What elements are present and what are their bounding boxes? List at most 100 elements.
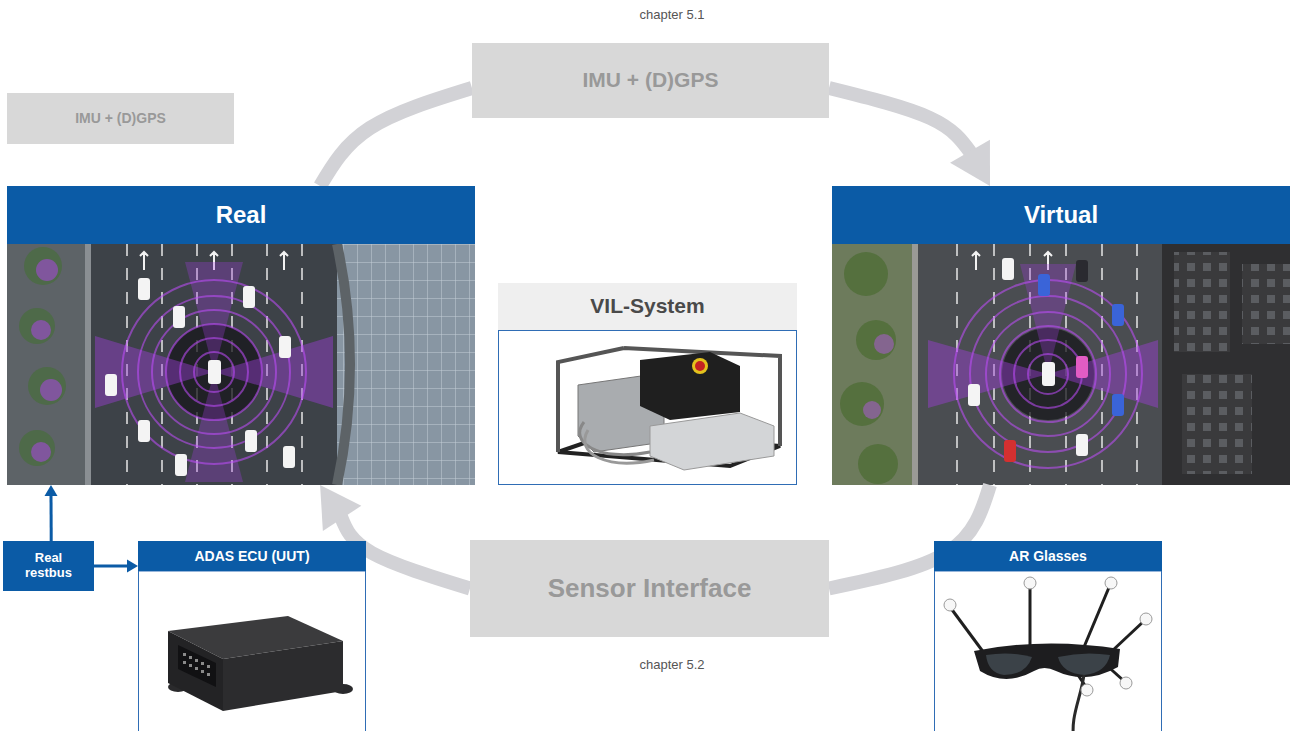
illustration-shape [832, 244, 1290, 485]
illustration-shape [1073, 675, 1084, 731]
illustration-shape [970, 296, 1126, 452]
illustration-shape [832, 244, 1290, 485]
arrow-head [44, 485, 57, 496]
vil-rig-picture [558, 348, 780, 470]
illustration-shape [189, 656, 192, 659]
flow-arrow [94, 560, 138, 573]
illustration-shape [1038, 274, 1050, 296]
illustration-shape [1000, 326, 1096, 422]
flow-arrow [829, 485, 990, 589]
illustration-shape [1076, 356, 1088, 378]
illustration-shape [950, 607, 984, 653]
illustration-shape [207, 673, 210, 676]
connector-line [49, 494, 52, 541]
illustration-shape [974, 643, 1120, 679]
illustration-shape [1112, 304, 1124, 326]
world-panel: Real [7, 186, 475, 485]
illustration-shape [968, 384, 980, 406]
illustration-shape [1120, 677, 1132, 689]
illustration-shape [185, 372, 243, 482]
real-street-image [7, 244, 475, 485]
connector-line [94, 565, 129, 568]
virtual-street-image [832, 244, 1290, 485]
illustration-shape [36, 259, 58, 281]
illustration-shape [337, 244, 475, 485]
illustration-shape [122, 280, 306, 464]
illustration-shape [31, 259, 62, 462]
illustration-shape [1076, 260, 1088, 282]
device-panel: ADAS ECU (UUT) [138, 541, 366, 731]
illustration-shape [105, 374, 117, 396]
illustration-shape [19, 430, 55, 466]
illustration-shape [279, 336, 291, 358]
image-frame [935, 571, 1162, 731]
illustration-shape [183, 653, 210, 676]
illustration-shape [1105, 577, 1117, 589]
box-label: IMU + (D)GPS [7, 110, 234, 126]
illustration-shape [180, 338, 248, 406]
illustration-shape [7, 244, 475, 485]
box-label: IMU + (D)GPS [472, 68, 829, 92]
flow-arrow [320, 485, 470, 589]
illustration-shape [1084, 585, 1110, 647]
illustration-shape [1004, 440, 1016, 462]
illustration-shape [832, 244, 912, 485]
ar-glasses-picture [944, 577, 1152, 731]
illustration-shape [1174, 252, 1230, 352]
illustration-shape [40, 379, 62, 401]
illustration-shape [986, 653, 1032, 675]
illustration-shape [24, 247, 62, 285]
illustration-shape [138, 420, 150, 442]
panel-heading: Real [7, 186, 475, 244]
illustration-shape [986, 312, 1110, 436]
illustration-shape [863, 334, 894, 419]
illustration-shape [840, 382, 884, 426]
connector-line [320, 88, 472, 186]
illustration-shape [585, 430, 654, 463]
illustration-shape [201, 670, 204, 673]
system-panel: VIL-System [498, 283, 797, 485]
connector-line [829, 88, 971, 153]
illustration-shape [185, 262, 243, 372]
illustration-shape [183, 661, 186, 664]
illustration-shape [650, 413, 774, 470]
image-frame [139, 571, 366, 731]
illustration-shape [856, 320, 896, 360]
illustration-shape [1029, 585, 1032, 647]
arrow-head [127, 560, 138, 573]
image-frame [499, 331, 797, 485]
illustration-shape [31, 442, 51, 462]
world-panel: Virtual [832, 186, 1290, 485]
illustration-shape [695, 361, 705, 371]
illustration-shape [138, 296, 290, 448]
illustration-shape [175, 454, 187, 476]
connector-line [829, 485, 990, 589]
panel-heading: VIL-System [498, 283, 797, 330]
illustration-shape [858, 444, 898, 484]
box-label: Sensor Interface [470, 574, 829, 604]
illustration-shape [1076, 434, 1088, 456]
illustration-shape [337, 244, 350, 485]
illustration-shape [1058, 653, 1110, 675]
illustration-shape [580, 422, 650, 455]
illustration-shape [840, 252, 898, 484]
illustration-shape [245, 430, 257, 452]
illustration-shape [31, 320, 51, 340]
illustration-shape [954, 280, 1142, 468]
illustration-shape [19, 247, 66, 466]
panel-heading: ADAS ECU (UUT) [138, 541, 366, 571]
illustration-shape [19, 308, 55, 344]
illustration-shape [1028, 354, 1068, 394]
illustration-shape [195, 667, 198, 670]
chapter-note: chapter 5.2 [639, 657, 704, 672]
illustration-shape [85, 244, 91, 485]
illustration-shape [283, 446, 295, 468]
illustration-shape [912, 244, 918, 485]
panel-heading: Virtual [832, 186, 1290, 244]
box-label: Real restbus [3, 551, 94, 581]
illustration-shape [1242, 264, 1290, 344]
illustration-shape [1024, 577, 1036, 589]
illustration-shape [944, 577, 1152, 696]
illustration-shape [1112, 394, 1124, 416]
illustration-shape [168, 631, 223, 711]
